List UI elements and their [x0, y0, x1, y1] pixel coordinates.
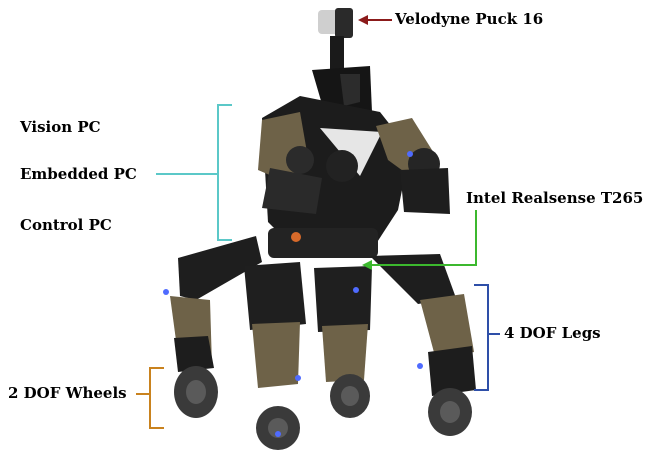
wheels-bracket — [136, 367, 164, 429]
lidar-label: Velodyne Puck 16 — [395, 10, 544, 28]
robot-right-arm — [376, 118, 450, 214]
robot-left-arm — [258, 112, 358, 214]
robot-legs — [170, 236, 476, 396]
legs-bracket — [474, 284, 500, 391]
robot-leds — [163, 151, 423, 437]
robot-wheels — [174, 366, 472, 450]
lidar-arrow — [358, 15, 392, 25]
embedded-pc-label: Embedded PC — [20, 165, 137, 183]
vision-pc-label: Vision PC — [20, 118, 101, 136]
pc-bracket — [156, 104, 232, 241]
realsense-label: Intel Realsense T265 — [466, 189, 644, 207]
wheels-label: 2 DOF Wheels — [8, 384, 127, 402]
legs-label: 4 DOF Legs — [504, 324, 601, 342]
realsense-arrow — [362, 210, 477, 270]
control-pc-label: Control PC — [20, 216, 112, 234]
